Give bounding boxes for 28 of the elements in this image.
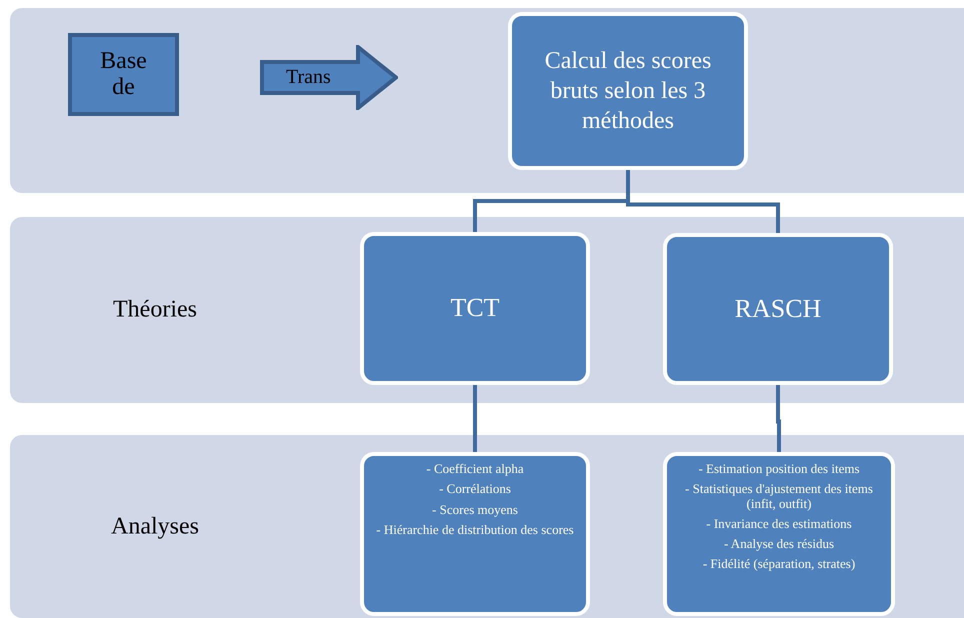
row-label: Analyses [110, 513, 200, 540]
arrow-label: Trans [286, 66, 331, 89]
process-box [508, 12, 748, 170]
list-item: - Fidélité (séparation, strates) [702, 557, 856, 572]
list-box [360, 452, 590, 616]
box-label: RASCH [734, 292, 822, 325]
connector-line [776, 385, 781, 452]
row-band [10, 217, 964, 403]
box-label: TCT [450, 292, 500, 324]
source-box [68, 33, 179, 116]
block-arrow [260, 45, 398, 110]
list-box [663, 452, 895, 616]
list-item: - Analyse des résidus [724, 537, 834, 552]
box-label: Base de [99, 49, 148, 100]
connector-line [473, 385, 477, 452]
row-band [10, 8, 964, 193]
process-box [360, 232, 590, 385]
box-label: Calcul des scores bruts selon les 3 méthodes [544, 47, 712, 136]
list-item: - Estimation position des items [698, 462, 860, 476]
list-item: - Coefficient alpha [426, 462, 524, 476]
list-item: - Invariance des estimations [706, 516, 852, 532]
list-item: - Statistiques d'ajustement des items (infit, outfit) [684, 482, 874, 511]
list-item: - Scores moyens [432, 502, 518, 517]
row-band [10, 435, 964, 618]
process-box [663, 233, 893, 385]
list-item: - Corrélations [439, 482, 511, 497]
row-label: Théories [112, 296, 198, 324]
list-item: - Hiérarchie de distribution des scores [376, 522, 574, 538]
